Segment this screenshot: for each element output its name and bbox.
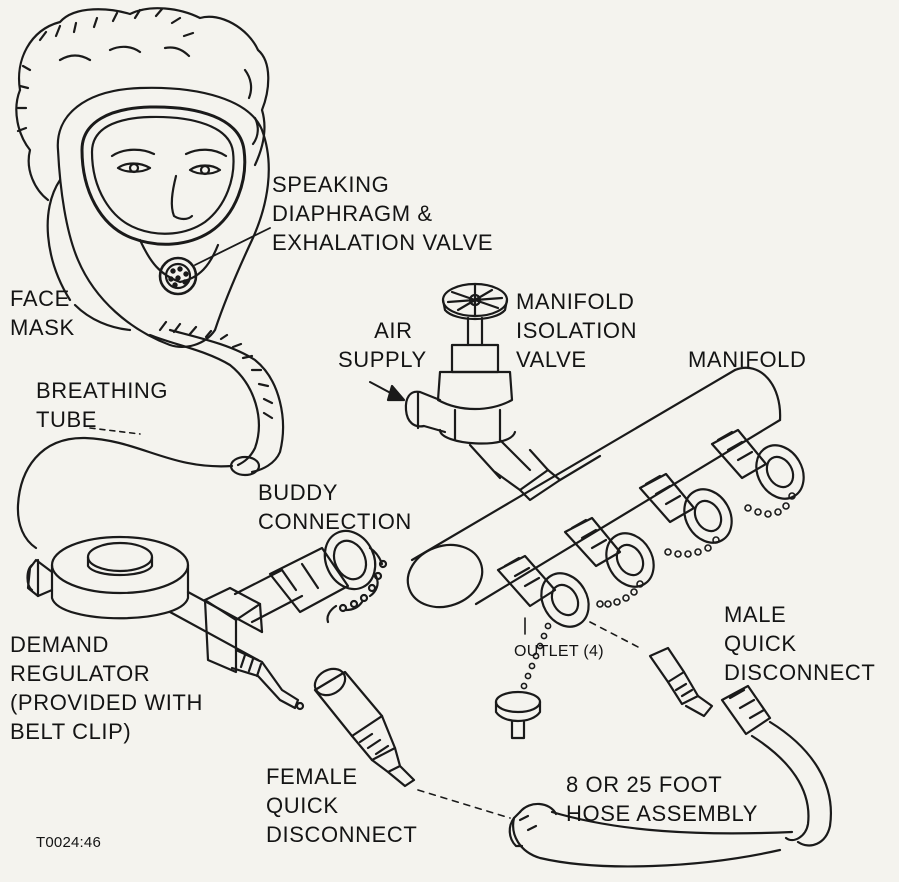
manifold-isolation-valve-label-line3: VALVE xyxy=(516,345,637,374)
hose-assembly-label: 8 OR 25 FOOT HOSE ASSEMBLY xyxy=(566,770,758,828)
breathing-tube-label-line1: BREATHING xyxy=(36,376,168,405)
male-quick-disconnect-label: MALE QUICK DISCONNECT xyxy=(724,600,875,687)
female-quick-disconnect-label-line3: DISCONNECT xyxy=(266,820,417,849)
hose-assembly-label-line2: HOSE ASSEMBLY xyxy=(566,799,758,828)
female-quick-disconnect-label: FEMALE QUICK DISCONNECT xyxy=(266,762,417,849)
breathing-tube-label: BREATHING TUBE xyxy=(36,376,168,434)
air-supply-label-line2: SUPPLY xyxy=(338,345,427,374)
hose-assembly-label-line1: 8 OR 25 FOOT xyxy=(566,770,758,799)
manifold-label-line1: MANIFOLD xyxy=(688,345,806,374)
manifold-label: MANIFOLD xyxy=(688,345,806,374)
speaking-diaphragm-label-line1: SPEAKING xyxy=(272,170,493,199)
buddy-connection-drawing xyxy=(235,523,386,622)
face-mask-label: FACE MASK xyxy=(10,284,75,342)
demand-regulator-label-line3: (PROVIDED WITH xyxy=(10,688,203,717)
air-supply-label-line1: AIR xyxy=(360,316,427,345)
air-supply-label: AIR SUPPLY xyxy=(360,316,427,374)
male-quick-disconnect-label-line3: DISCONNECT xyxy=(724,658,875,687)
face-mask-label-line2: MASK xyxy=(10,313,75,342)
manifold-isolation-valve-label-line1: MANIFOLD xyxy=(516,287,637,316)
female-quick-disconnect-label-line1: FEMALE xyxy=(266,762,417,791)
hanging-dust-cap xyxy=(496,692,540,738)
demand-regulator-label: DEMAND REGULATOR (PROVIDED WITH BELT CLI… xyxy=(10,630,203,746)
buddy-connection-label-line1: BUDDY xyxy=(258,478,412,507)
male-quick-disconnect-label-line2: QUICK xyxy=(724,629,875,658)
buddy-connection-label-line2: CONNECTION xyxy=(258,507,412,536)
demand-regulator-label-line1: DEMAND xyxy=(10,630,203,659)
male-quick-disconnect-label-line1: MALE xyxy=(724,600,875,629)
air-supply-arrowhead xyxy=(388,386,404,400)
buddy-connection-label: BUDDY CONNECTION xyxy=(258,478,412,536)
speaking-diaphragm-label: SPEAKING DIAPHRAGM & EXHALATION VALVE xyxy=(272,170,493,257)
speaking-diaphragm-label-line2: DIAPHRAGM & xyxy=(272,199,493,228)
manifold-isolation-valve-label: MANIFOLD ISOLATION VALVE xyxy=(516,287,637,374)
female-to-hose-dashline xyxy=(418,790,510,818)
female-quick-disconnect-label-line2: QUICK xyxy=(266,791,417,820)
breathing-tube-label-line2: TUBE xyxy=(36,405,168,434)
demand-regulator-label-line4: BELT CLIP) xyxy=(10,717,203,746)
manifold-isolation-valve-label-line2: ISOLATION xyxy=(516,316,637,345)
figure-code: T0024:46 xyxy=(36,834,101,852)
outlet-label-text: OUTLET (4) xyxy=(514,642,604,662)
outlet-label: OUTLET (4) xyxy=(514,642,604,662)
demand-regulator-label-line2: REGULATOR xyxy=(10,659,203,688)
face-mask-label-line1: FACE xyxy=(10,284,75,313)
speaking-diaphragm-label-line3: EXHALATION VALVE xyxy=(272,228,493,257)
figure-code-text: T0024:46 xyxy=(36,834,101,852)
male-quick-disconnect-drawing xyxy=(650,648,712,716)
manifold-pipe-drawing xyxy=(399,368,780,617)
face-mask-drawing xyxy=(48,88,269,347)
breathing-tube-link-line xyxy=(18,438,232,548)
